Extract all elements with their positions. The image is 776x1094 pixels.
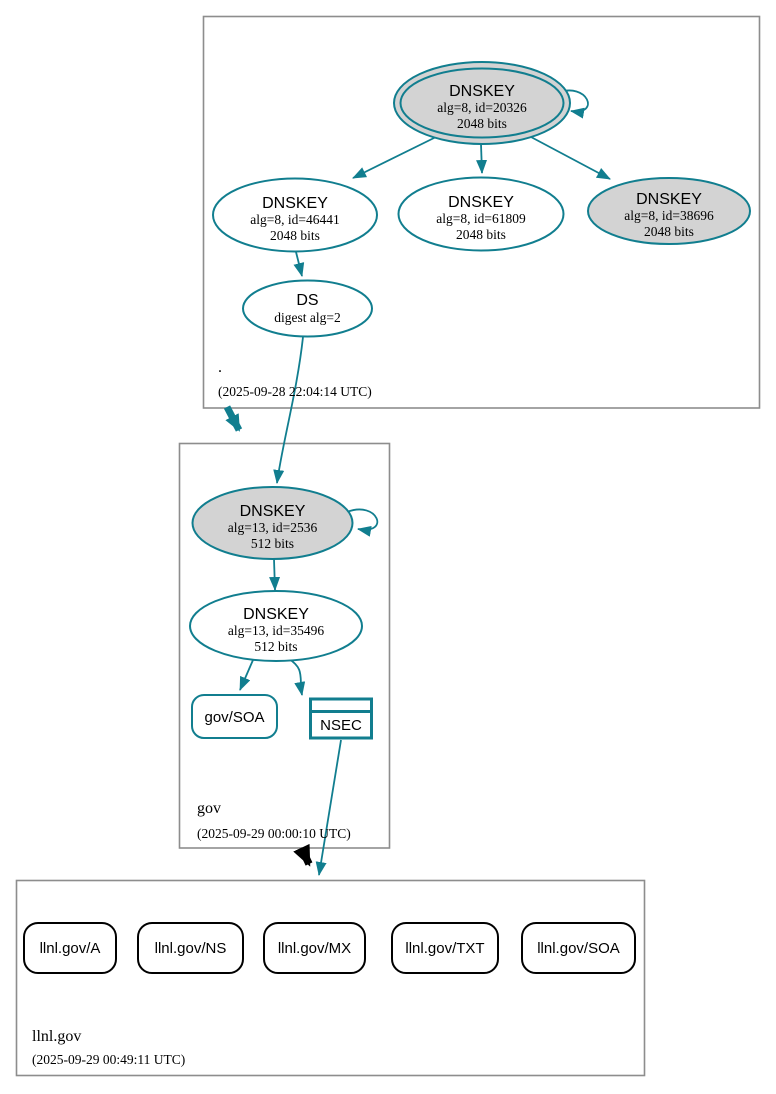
root-key-38696-bits: 2048 bits bbox=[644, 224, 694, 239]
llnl-gov-soa-rect bbox=[521, 922, 636, 974]
llnl-gov-txt-rect bbox=[391, 922, 499, 974]
node-gov-soa-rrset[interactable]: gov/SOA bbox=[191, 694, 278, 739]
edge-gov-ksk-to-gov-zsk bbox=[269, 558, 281, 591]
root-ksk-title: DNSKEY bbox=[449, 83, 515, 100]
root-ds-alg: digest alg=2 bbox=[274, 310, 340, 325]
llnl-gov-mx-rect bbox=[263, 922, 366, 974]
node-llnl-gov-soa-rrset[interactable]: llnl.gov/SOA bbox=[521, 922, 636, 974]
zone-root-timestamp: (2025-09-28 22:04:14 UTC) bbox=[218, 384, 372, 399]
gov-ksk-alg: alg=13, id=2536 bbox=[228, 520, 318, 535]
zone-gov-name: gov bbox=[197, 800, 221, 817]
gov-nsec-label: NSEC bbox=[320, 717, 362, 734]
node-gov-ksk-dnskey-2536[interactable]: DNSKEY alg=13, id=2536 512 bits bbox=[191, 486, 354, 560]
zone-root-name: . bbox=[218, 359, 222, 376]
gov-zsk-title: DNSKEY bbox=[243, 606, 309, 623]
edge-root-ksk-to-key-61809 bbox=[476, 143, 488, 174]
node-root-dnskey-61809[interactable]: DNSKEY alg=8, id=61809 2048 bits bbox=[397, 176, 565, 252]
node-root-dnskey-46441[interactable]: DNSKEY alg=8, id=46441 2048 bits bbox=[212, 177, 378, 253]
node-llnl-gov-ns-rrset[interactable]: llnl.gov/NS bbox=[137, 922, 244, 974]
gov-zsk-ellipse bbox=[189, 590, 363, 662]
edge-gov-ksk-self-sign bbox=[346, 508, 379, 537]
root-key-38696-ellipse bbox=[587, 177, 751, 245]
root-ds-ellipse bbox=[242, 279, 373, 338]
root-key-61809-ellipse bbox=[397, 176, 565, 252]
llnl-gov-a-label: llnl.gov/A bbox=[40, 940, 101, 957]
root-key-46441-ellipse bbox=[212, 177, 378, 253]
node-llnl-gov-mx-rrset[interactable]: llnl.gov/MX bbox=[263, 922, 366, 974]
edge-gov-zsk-to-nsec bbox=[288, 658, 306, 696]
root-key-61809-bits: 2048 bits bbox=[456, 227, 506, 242]
node-llnl-gov-a-rrset[interactable]: llnl.gov/A bbox=[23, 922, 117, 974]
zone-llnl-gov-timestamp: (2025-09-29 00:49:11 UTC) bbox=[32, 1052, 185, 1067]
zone-llnl-gov-name: llnl.gov bbox=[32, 1028, 81, 1045]
gov-zsk-bits: 512 bits bbox=[254, 639, 297, 654]
edge-root-ksk-to-key-46441 bbox=[352, 136, 437, 179]
root-ksk-bits: 2048 bits bbox=[457, 116, 507, 131]
root-key-61809-alg: alg=8, id=61809 bbox=[436, 211, 526, 226]
gov-zsk-alg: alg=13, id=35496 bbox=[228, 623, 324, 638]
gov-soa-rect bbox=[191, 694, 278, 739]
edge-gov-zsk-to-gov-soa bbox=[239, 659, 254, 691]
root-ds-title: DS bbox=[296, 292, 318, 309]
llnl-gov-ns-rect bbox=[137, 922, 244, 974]
edge-key-46441-to-ds bbox=[293, 251, 305, 277]
root-ksk-inner-ellipse bbox=[399, 67, 565, 139]
root-key-46441-alg: alg=8, id=46441 bbox=[250, 212, 339, 227]
node-root-ds[interactable]: DS digest alg=2 bbox=[242, 279, 373, 338]
llnl-gov-soa-label: llnl.gov/SOA bbox=[537, 940, 620, 957]
root-ksk-alg: alg=8, id=20326 bbox=[437, 100, 527, 115]
root-key-38696-alg: alg=8, id=38696 bbox=[624, 208, 714, 223]
zone-gov-timestamp: (2025-09-29 00:00:10 UTC) bbox=[197, 826, 351, 841]
edge-ds-to-gov-ksk bbox=[273, 336, 304, 484]
gov-ksk-title: DNSKEY bbox=[240, 503, 306, 520]
llnl-gov-txt-label: llnl.gov/TXT bbox=[405, 940, 484, 957]
zone-labels: . (2025-09-28 22:04:14 UTC) gov (2025-09… bbox=[32, 359, 372, 1067]
zone-box-llnl-gov bbox=[15, 879, 646, 1077]
root-key-46441-bits: 2048 bits bbox=[270, 228, 320, 243]
node-gov-nsec[interactable]: NSEC bbox=[309, 697, 373, 740]
root-key-38696-title: DNSKEY bbox=[636, 191, 702, 208]
gov-ksk-bits: 512 bits bbox=[251, 536, 294, 551]
gov-nsec-rect bbox=[309, 697, 373, 740]
root-key-46441-title: DNSKEY bbox=[262, 195, 328, 212]
node-root-ksk-dnskey-20326[interactable]: DNSKEY alg=8, id=20326 2048 bits bbox=[393, 61, 571, 145]
node-root-dnskey-38696[interactable]: DNSKEY alg=8, id=38696 2048 bits bbox=[587, 177, 751, 245]
node-gov-zsk-dnskey-35496[interactable]: DNSKEY alg=13, id=35496 512 bits bbox=[189, 590, 363, 662]
edge-root-ksk-to-key-38696 bbox=[530, 136, 611, 180]
edges bbox=[223, 89, 611, 876]
edge-root-to-gov-delegation bbox=[223, 405, 243, 432]
edge-nsec-to-llnl-gov bbox=[315, 739, 342, 876]
llnl-gov-a-rect bbox=[23, 922, 117, 974]
llnl-gov-ns-label: llnl.gov/NS bbox=[155, 940, 227, 957]
edge-gov-to-llnl-gov-delegation bbox=[293, 843, 313, 867]
gov-soa-label: gov/SOA bbox=[204, 709, 264, 726]
node-llnl-gov-txt-rrset[interactable]: llnl.gov/TXT bbox=[391, 922, 499, 974]
llnl-gov-mx-label: llnl.gov/MX bbox=[278, 940, 351, 957]
root-key-61809-title: DNSKEY bbox=[448, 194, 514, 211]
gov-ksk-ellipse bbox=[191, 486, 354, 560]
